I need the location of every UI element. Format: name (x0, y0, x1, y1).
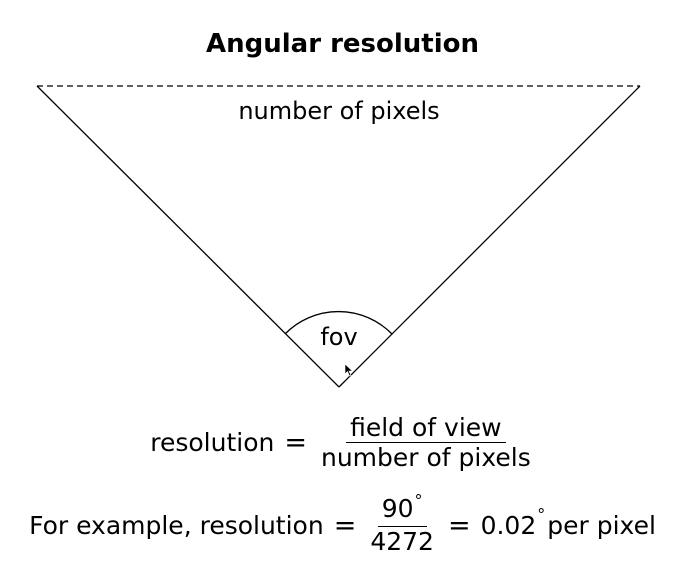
example-fraction: 90° 4272 (366, 491, 438, 556)
equals-sign: = (284, 427, 307, 458)
mouse-pointer-icon (344, 363, 354, 377)
slide-title: Angular resolution (205, 29, 479, 59)
right-ray (338, 85, 641, 388)
example-numerator-value: 90 (381, 494, 414, 523)
formula-fraction: field of view number of pixels (317, 414, 535, 471)
number-of-pixels-label: number of pixels (238, 97, 439, 125)
left-ray (36, 85, 340, 388)
fov-angle-arc (284, 310, 393, 335)
formula-lhs: resolution (150, 428, 275, 457)
formula-denominator: number of pixels (320, 443, 531, 472)
fov-diagram: number of pixels fov (36, 85, 641, 388)
degree-symbol: ° (537, 504, 546, 524)
example-denominator: 4272 (370, 527, 434, 556)
example-numerator: 90° (377, 491, 427, 527)
example-result-suffix: per pixel (547, 510, 656, 540)
formula-numerator: field of view (346, 414, 506, 443)
fov-label: fov (320, 323, 357, 351)
degree-symbol: ° (414, 491, 423, 510)
example-result-value: 0.02 (480, 510, 537, 540)
example-prefix: For example, resolution (29, 510, 324, 540)
equals-sign: = (447, 509, 471, 541)
resolution-formula: resolution = field of view number of pix… (0, 414, 685, 471)
equals-sign: = (333, 509, 357, 541)
example-formula: For example, resolution = 90° 4272 = 0.0… (0, 491, 685, 556)
